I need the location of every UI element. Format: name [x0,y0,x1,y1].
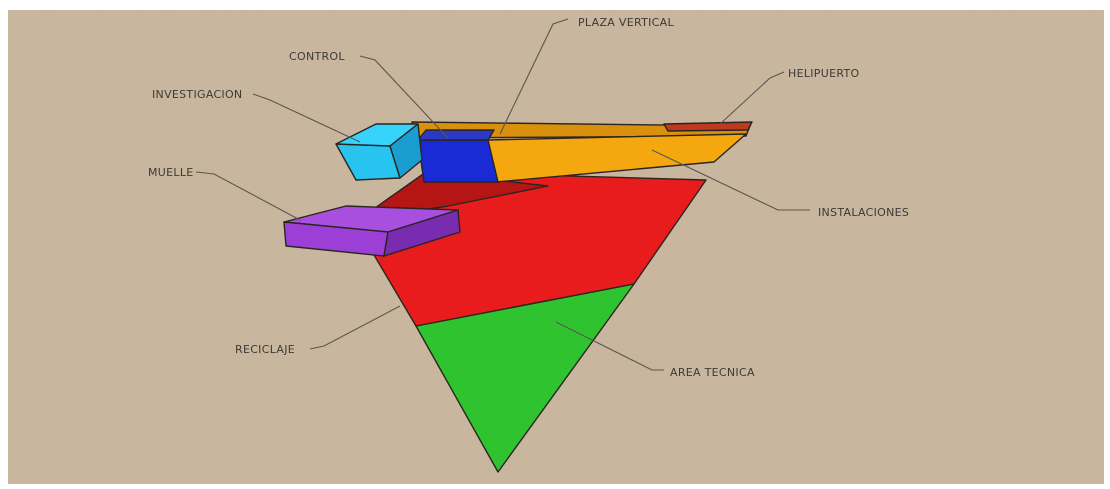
label-reciclaje: RECICLAJE [235,343,295,356]
label-control: CONTROL [289,50,345,63]
plaza-vertical-side [418,130,494,140]
diagram-frame: PLAZA VERTICAL CONTROL HELIPUERTO INVEST… [8,10,1104,484]
diagram-canvas: PLAZA VERTICAL CONTROL HELIPUERTO INVEST… [8,10,1104,484]
label-investigacion: INVESTIGACION [152,88,242,101]
label-muelle: MUELLE [148,166,194,179]
label-helipuerto: HELIPUERTO [788,67,859,80]
plaza-vertical-block [418,140,498,182]
label-instalaciones: INSTALACIONES [818,206,909,219]
helipuerto-pad [664,122,752,131]
label-plaza-vertical: PLAZA VERTICAL [578,16,674,29]
label-area-tecnica: AREA TECNICA [670,366,755,379]
